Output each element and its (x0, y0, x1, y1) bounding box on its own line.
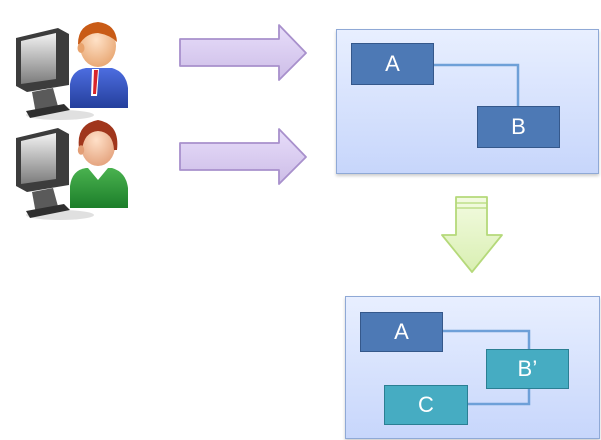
node-b: B (477, 106, 560, 148)
connector-lines (443, 329, 531, 406)
node-a: A (360, 312, 443, 352)
right-arrow-icon (179, 128, 307, 185)
user-computer-icon (16, 120, 128, 220)
node-a: A (351, 43, 434, 85)
connector-a-b-line (434, 63, 520, 106)
node-b-prime: B’ (486, 349, 569, 389)
user-computer-icon (16, 22, 128, 120)
bottom-diagram-panel: A B’ C (345, 296, 600, 439)
right-arrow-icon (179, 24, 307, 81)
top-diagram-panel: A B (336, 29, 599, 174)
down-arrow-icon (441, 196, 503, 273)
node-c: C (384, 385, 468, 425)
